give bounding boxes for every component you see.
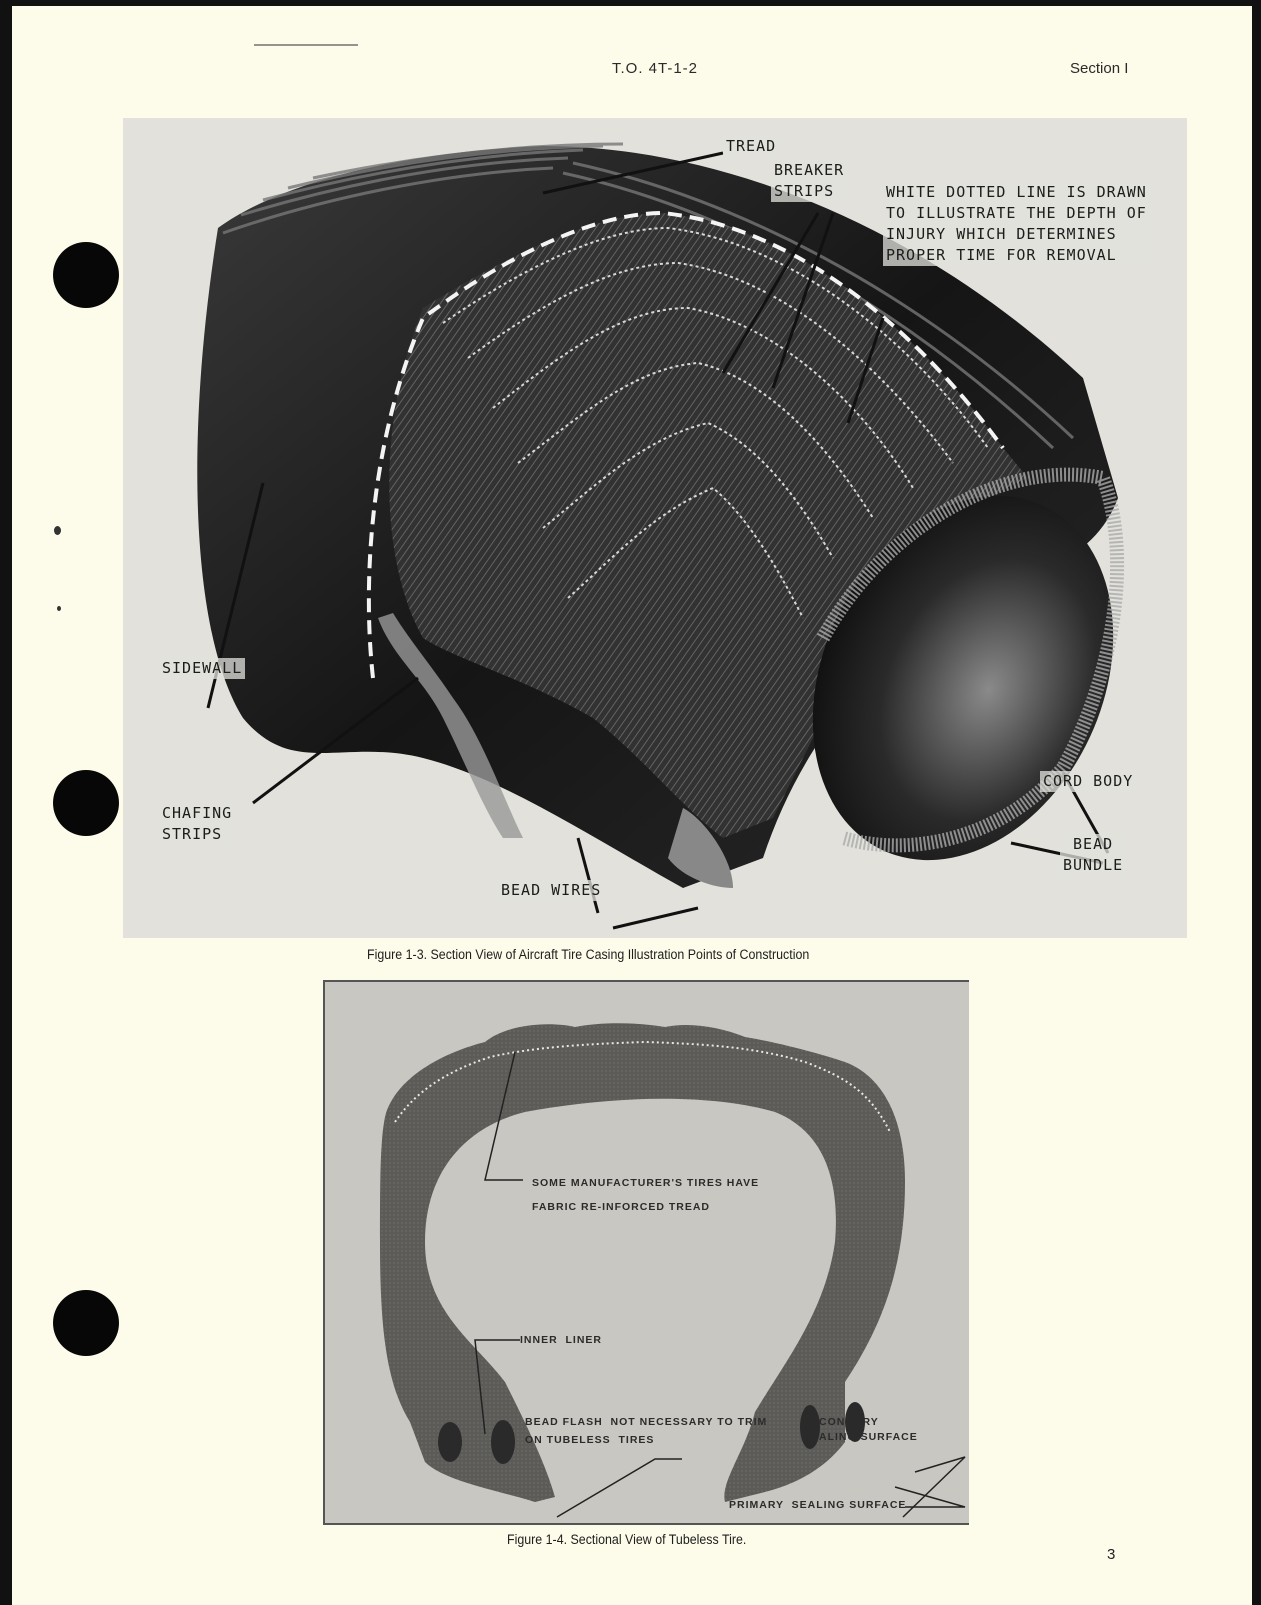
- label-cord-body: CORD BODY: [1040, 771, 1137, 792]
- label-sidewall: SIDEWALL: [159, 658, 246, 679]
- paper-speck: [54, 526, 61, 535]
- page-number: 3: [1107, 1546, 1116, 1563]
- label-fabric-reinforced-tread: SOME MANUFACTURER'S TIRES HAVE FABRIC RE…: [532, 1177, 760, 1213]
- label-secondary-sealing-surface: SECONDARY SEALING SURFACE: [803, 1416, 918, 1443]
- tubeless-tire-cross-section: [380, 1023, 966, 1518]
- figure-tubeless-tire-section: SOME MANUFACTURER'S TIRES HAVE FABRIC RE…: [323, 980, 969, 1525]
- figure-1-4-caption: Figure 1-4. Sectional View of Tubeless T…: [507, 1532, 747, 1547]
- label-bead-flash: BEAD FLASH NOT NECESSARY TO TRIM ON TUBE…: [525, 1416, 768, 1446]
- label-white-dotted-line-note: WHITE DOTTED LINE IS DRAWN TO ILLUSTRATE…: [883, 182, 1150, 266]
- label-bead-wires: BEAD WIRES: [498, 880, 605, 901]
- label-inner-liner: INNER LINER: [520, 1334, 603, 1346]
- figure-tire-casing-section: TREAD BREAKER STRIPS WHITE DOTTED LINE I…: [123, 118, 1187, 938]
- section-label: Section I: [1070, 60, 1129, 77]
- manual-page: T.O. 4T-1-2 Section I: [12, 6, 1252, 1605]
- label-primary-sealing-surface: PRIMARY SEALING SURFACE: [729, 1499, 907, 1511]
- tire-casing-illustration: [197, 142, 1125, 930]
- pencil-mark: [254, 44, 358, 46]
- paper-speck: [57, 606, 61, 611]
- label-breaker-strips: BREAKER STRIPS: [771, 160, 848, 202]
- binder-hole-top: [53, 242, 119, 308]
- label-tread: TREAD: [723, 136, 780, 157]
- figure-1-3-caption: Figure 1-3. Section View of Aircraft Tir…: [367, 947, 810, 962]
- document-number: T.O. 4T-1-2: [612, 60, 699, 77]
- label-chafing-strips: CHAFING STRIPS: [159, 803, 236, 845]
- binder-hole-middle: [53, 770, 119, 836]
- label-bead-bundle: BEAD BUNDLE: [1060, 834, 1127, 876]
- binder-hole-bottom: [53, 1290, 119, 1356]
